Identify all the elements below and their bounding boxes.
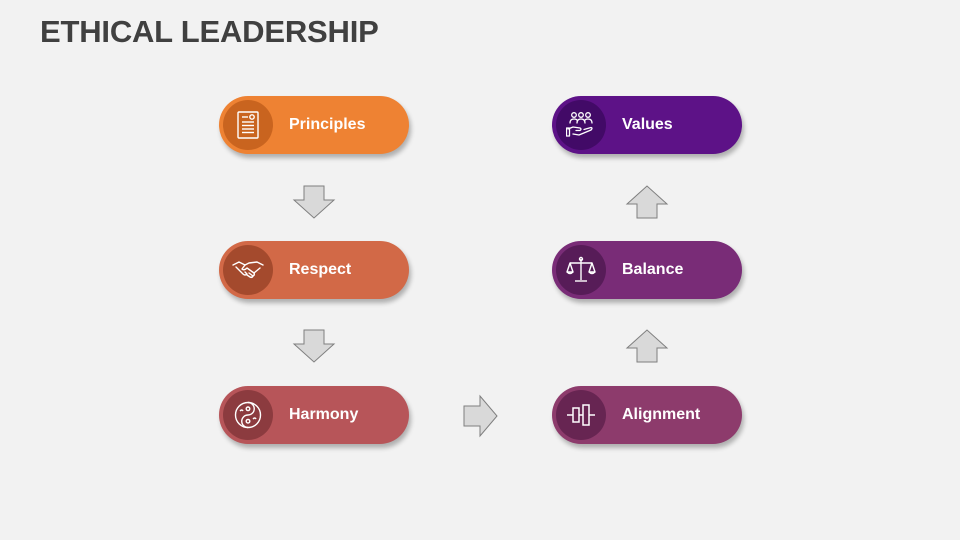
node-harmony-icon-circle <box>223 390 273 440</box>
node-principles: Principles <box>219 96 409 154</box>
handshake-icon <box>232 259 264 281</box>
arrow-up-balance-values <box>625 185 669 219</box>
node-harmony: Harmony <box>219 386 409 444</box>
node-harmony-label: Harmony <box>289 406 359 423</box>
node-respect-icon-circle <box>223 245 273 295</box>
node-alignment-label: Alignment <box>622 406 701 423</box>
document-icon <box>235 110 261 140</box>
page-title: ETHICAL LEADERSHIP <box>40 14 379 49</box>
alignment-icon <box>566 403 596 427</box>
node-values-label: Values <box>622 116 673 133</box>
arrow-right-harmony-alignment <box>463 394 498 438</box>
arrow-down-respect-harmony <box>292 329 336 363</box>
scale-icon <box>566 256 596 284</box>
node-balance: Balance <box>552 241 742 299</box>
node-balance-label: Balance <box>622 261 684 278</box>
node-values-icon-circle <box>556 100 606 150</box>
yin-yang-icon <box>233 400 263 430</box>
node-alignment-icon-circle <box>556 390 606 440</box>
node-balance-icon-circle <box>556 245 606 295</box>
arrow-up-alignment-balance <box>625 329 669 363</box>
node-alignment: Alignment <box>552 386 742 444</box>
people-hand-icon <box>566 111 596 139</box>
node-principles-label: Principles <box>289 116 366 133</box>
node-respect: Respect <box>219 241 409 299</box>
node-principles-icon-circle <box>223 100 273 150</box>
node-respect-label: Respect <box>289 261 352 278</box>
arrow-down-principles-respect <box>292 185 336 219</box>
node-values: Values <box>552 96 742 154</box>
